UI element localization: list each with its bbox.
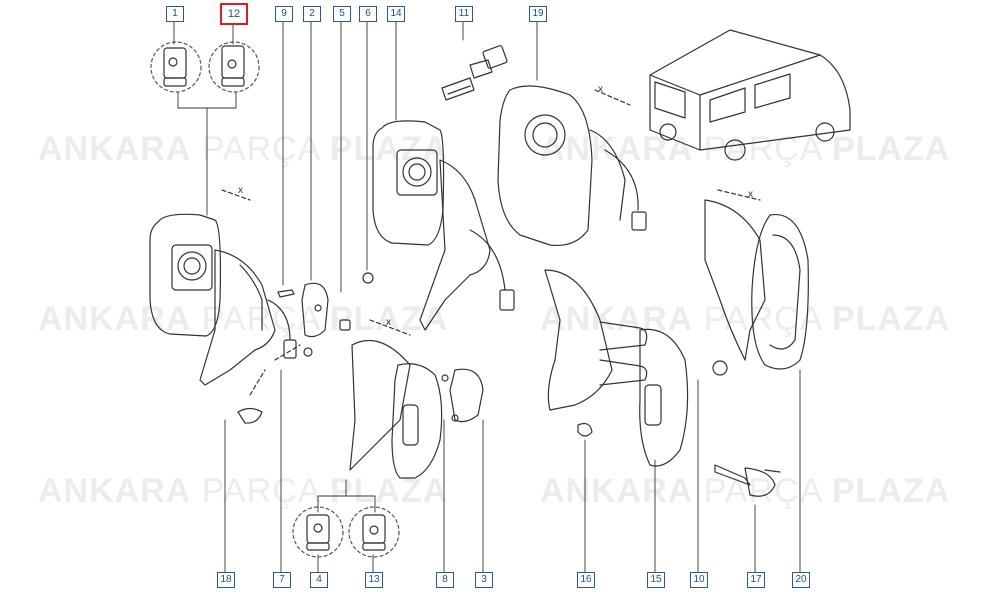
watermark-text: ANKARA PARÇA PLAZA [540,472,951,510]
callout-14[interactable]: 14 [387,6,405,22]
callout-10[interactable]: 10 [690,572,708,588]
switch-part-12 [208,41,260,93]
switch-part-13 [348,506,400,558]
callout-4[interactable]: 4 [310,572,328,588]
center-top-mirror [372,120,515,331]
watermark-text: ANKARA PARÇA PLAZA [540,300,951,338]
callout-18[interactable]: 18 [217,572,235,588]
mirror-arm-assembly [544,269,689,467]
watermark-text: ANKARA PARÇA PLAZA [38,130,449,168]
callout-6[interactable]: 6 [359,6,377,22]
callout-20[interactable]: 20 [792,572,810,588]
mirror-back-housing [497,85,647,247]
watermark-text: ANKARA PARÇA PLAZA [38,300,449,338]
axis-marker-label: x [598,84,603,95]
callout-15[interactable]: 15 [647,572,665,588]
switch-part-1 [150,41,202,93]
small-hardware [274,272,374,361]
axis-marker-label: x [386,317,391,328]
callout-16[interactable]: 16 [577,572,595,588]
axis-marker-label: x [748,189,753,200]
callout-12-highlighted[interactable]: 12 [220,3,248,25]
connector-part [441,45,508,101]
key-part [714,464,781,497]
callout-8[interactable]: 8 [436,572,454,588]
axis-marker-label: x [238,185,243,196]
callout-9[interactable]: 9 [275,6,293,22]
callout-11[interactable]: 11 [455,6,473,22]
switch-part-4 [292,506,344,558]
callout-19[interactable]: 19 [529,6,547,22]
callout-7[interactable]: 7 [273,572,291,588]
callout-2[interactable]: 2 [303,6,321,22]
left-mirror-assembly [149,189,297,386]
callout-17[interactable]: 17 [747,572,765,588]
mirror-with-cover [349,319,484,479]
leader-lines [173,20,801,573]
watermark-text: ANKARA PARÇA PLAZA [38,472,449,510]
callout-13[interactable]: 13 [365,572,383,588]
van-illustration [649,29,851,161]
callout-1[interactable]: 1 [166,6,184,22]
axis-markers: x x x x [238,84,753,328]
large-mirror-cover [704,189,809,376]
small-cap-part [237,369,266,424]
callout-5[interactable]: 5 [333,6,351,22]
callout-3[interactable]: 3 [475,572,493,588]
